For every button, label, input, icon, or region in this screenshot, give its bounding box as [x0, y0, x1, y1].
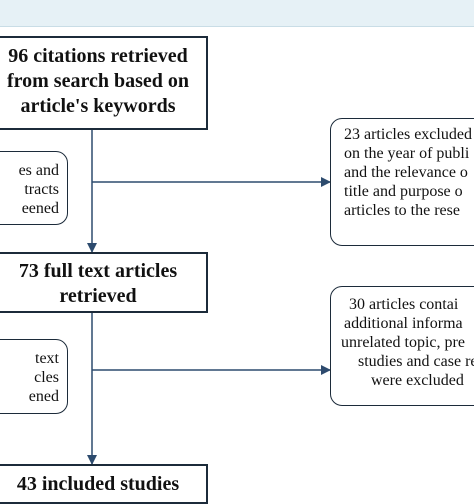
box-excluded2-line-1: 30 articles contai: [349, 296, 459, 313]
box-excluded-2: 30 articles contai additional informa un…: [330, 286, 474, 406]
top-band: [0, 0, 474, 27]
box-excluded2-line-4: studies and case re: [358, 353, 474, 370]
box-search-line-3: article's keywords: [20, 95, 176, 117]
box-excluded2-line-5: were excluded: [371, 372, 464, 389]
box-included-line-1: 43 included studies: [16, 473, 180, 495]
box-screening-2: text cles ened: [0, 339, 68, 414]
box-search-results: 96 citations retrieved from search based…: [0, 36, 208, 130]
box-excluded1-line-2: on the year of publi: [344, 145, 470, 162]
box-included-studies: 43 included studies: [0, 464, 208, 504]
box-fulltext-line-1: 73 full text articles: [18, 260, 178, 282]
box-screening-1: es and tracts eened: [0, 151, 68, 225]
box-screen1-line-3: eened: [21, 200, 59, 217]
box-excluded-1: 23 articles excluded on the year of publ…: [330, 118, 474, 246]
box-excluded1-line-3: and the relevance o: [344, 164, 468, 181]
box-search-line-1: 96 citations retrieved: [8, 45, 188, 67]
box-search-line-2: from search based on: [6, 70, 190, 92]
box-screen2-line-2: cles: [34, 369, 59, 386]
flow-arrows: [87, 130, 331, 465]
box-full-text: 73 full text articles retrieved: [0, 252, 208, 313]
box-excluded1-line-4: title and purpose o: [344, 183, 463, 200]
box-screen1-line-2: tracts: [24, 181, 59, 198]
box-excluded2-line-2: additional informa: [344, 315, 463, 332]
box-excluded1-line-1: 23 articles excluded: [344, 126, 472, 143]
box-excluded2-line-3: unrelated topic, pre: [341, 334, 465, 351]
box-screen2-line-1: text: [35, 350, 59, 367]
box-excluded1-line-5: articles to the rese: [344, 202, 460, 219]
box-fulltext-line-2: retrieved: [59, 285, 137, 307]
box-screen2-line-3: ened: [28, 388, 59, 405]
box-screen1-line-1: es and: [18, 162, 59, 179]
